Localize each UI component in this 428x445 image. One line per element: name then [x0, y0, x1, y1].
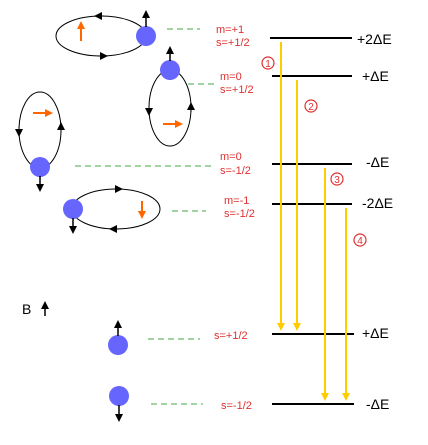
orbit-m0-up	[145, 46, 195, 147]
s-label-3: s=-1/2	[220, 165, 251, 177]
s-label-1: s=+1/2	[216, 37, 250, 49]
transition-4-circle	[353, 233, 367, 247]
lower-electron-down	[109, 386, 129, 422]
m-label-1: m=+1	[216, 24, 244, 36]
transition-3-circle	[330, 172, 344, 186]
lower-s-label-1: s=+1/2	[214, 330, 248, 342]
orbit-ellipse	[55, 15, 147, 57]
transition-markers: 1 2 3 4	[261, 56, 367, 247]
orbit-m0-down	[15, 91, 65, 192]
energy-label-4: -2ΔE	[362, 195, 393, 211]
m-label-2: m=0	[220, 71, 242, 83]
lower-electron-up	[108, 320, 128, 355]
orbit-ellipse	[18, 91, 62, 169]
energy-label-1: +2ΔE	[357, 31, 392, 47]
energy-label-2: +ΔE	[362, 68, 389, 84]
transition-4-label: 4	[357, 236, 363, 247]
transition-2-circle	[304, 99, 318, 113]
m-label-3: m=0	[220, 151, 242, 163]
electron-icon	[109, 386, 129, 406]
transition-1-circle	[261, 56, 275, 70]
m-label-4: m=-1	[224, 195, 249, 207]
electron-icon	[63, 199, 83, 219]
lower-energy-label-1: +ΔE	[362, 325, 389, 341]
transition-2-label: 2	[308, 102, 314, 113]
electron-icon	[30, 157, 50, 177]
electron-icon	[136, 26, 156, 46]
lower-s-label-2: s=-1/2	[221, 400, 252, 412]
electron-icon	[160, 60, 180, 80]
transition-arrows	[277, 42, 350, 401]
magnetic-field-label: B	[22, 301, 49, 317]
lower-energy-label-2: -ΔE	[366, 396, 389, 412]
s-label-4: s=-1/2	[224, 208, 255, 220]
s-label-2: s=+1/2	[220, 84, 254, 96]
transition-3-label: 3	[334, 175, 340, 186]
orbit-m+1	[55, 10, 156, 60]
orbit-ellipse	[71, 188, 161, 230]
orbit-ellipse	[148, 69, 192, 147]
field-label: B	[22, 301, 31, 317]
dashed-guides	[75, 28, 214, 405]
electron-icon	[108, 335, 128, 355]
energy-label-3: -ΔE	[366, 154, 389, 170]
transition-1-label: 1	[265, 59, 271, 70]
upper-levels: +2ΔE +ΔE -ΔE -2ΔE m=+1 s=+1/2 m=0 s=+1/2…	[216, 24, 393, 220]
orbit-m-1	[63, 185, 161, 234]
lower-levels: +ΔE -ΔE s=+1/2 s=-1/2	[214, 325, 389, 412]
